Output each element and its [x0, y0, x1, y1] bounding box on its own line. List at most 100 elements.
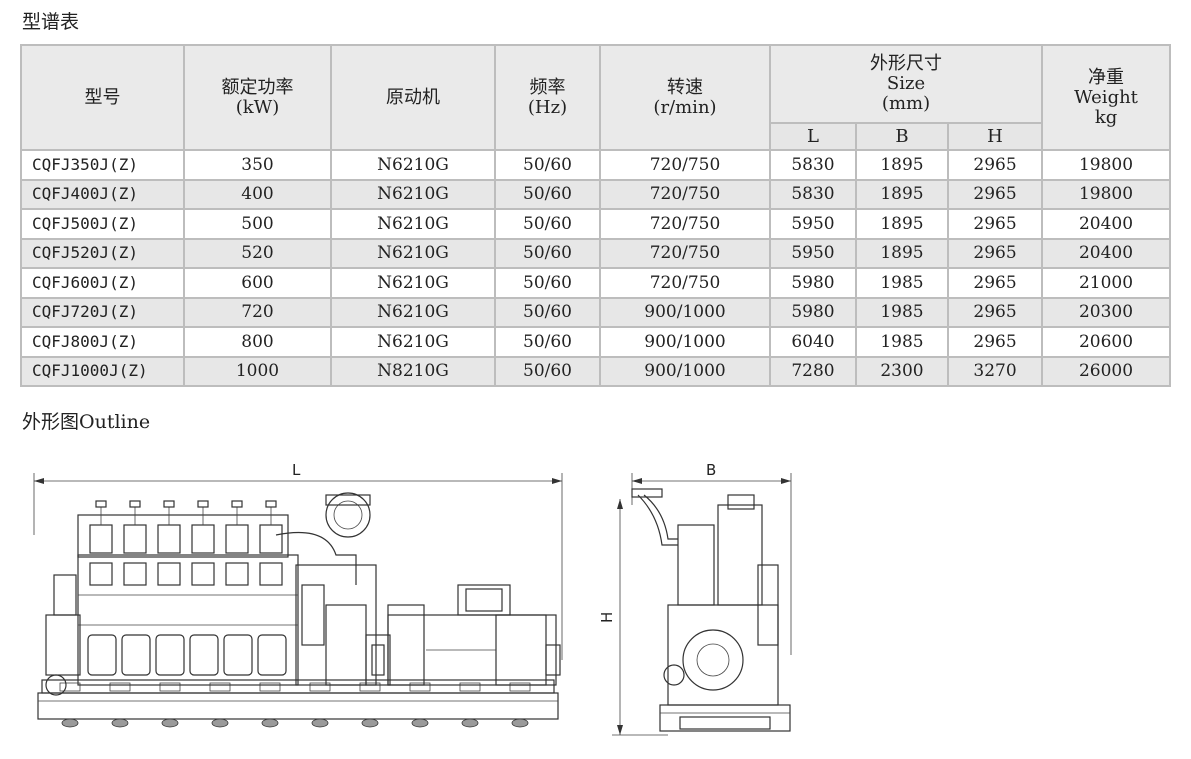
header-speed-label: 转速: [667, 76, 703, 98]
cell-speed: 720/750: [599, 178, 771, 210]
cell-speed: 720/750: [599, 267, 771, 299]
cell-b: 1985: [855, 326, 949, 358]
cell-freq: 50/60: [494, 267, 601, 299]
header-size-label: 外形尺寸: [870, 53, 943, 74]
cell-l: 7280: [769, 355, 857, 387]
cell-freq: 50/60: [494, 326, 601, 358]
cell-power: 500: [183, 208, 332, 240]
cell-b: 1895: [855, 208, 949, 240]
cell-b: 1985: [855, 296, 949, 328]
cell-engine: N6210G: [330, 326, 496, 358]
dimension-b-line: [631, 473, 792, 655]
cell-freq: 50/60: [494, 237, 601, 269]
cell-freq: 50/60: [494, 296, 601, 328]
cell-h: 2965: [946, 178, 1044, 210]
cell-power: 800: [183, 326, 332, 358]
header-size-en: Size: [886, 73, 926, 94]
cell-l: 5980: [769, 267, 857, 299]
cell-model: CQFJ520J(Z): [20, 237, 185, 269]
cell-weight: 19800: [1041, 149, 1172, 181]
coupling: [365, 634, 391, 686]
cell-l: 5830: [769, 178, 857, 210]
cell-h: 3270: [946, 355, 1044, 387]
header-engine: 原动机: [330, 44, 496, 151]
header-power-unit: (kW): [235, 96, 280, 118]
cell-weight: 19800: [1041, 178, 1172, 210]
dimension-h-line: [612, 499, 668, 736]
cell-speed: 900/1000: [599, 355, 771, 387]
header-size: 外形尺寸 Size (mm): [768, 44, 1044, 124]
generator: [387, 584, 561, 686]
cell-engine: N6210G: [330, 267, 496, 299]
header-power: 额定功率 (kW): [183, 44, 332, 151]
cell-engine: N6210G: [330, 237, 496, 269]
header-weight-label: 净重: [1088, 66, 1125, 88]
cell-model: CQFJ350J(Z): [20, 149, 185, 181]
header-weight: 净重 Weight kg: [1041, 44, 1172, 151]
cell-speed: 900/1000: [599, 326, 771, 358]
cell-weight: 21000: [1041, 267, 1172, 299]
header-speed: 转速 (r/min): [599, 44, 771, 151]
cell-weight: 20400: [1041, 237, 1172, 269]
dimension-l-label: L: [292, 461, 301, 479]
cell-model: CQFJ720J(Z): [20, 296, 185, 328]
cell-h: 2965: [946, 326, 1044, 358]
genset-side-view-drawing: L: [33, 461, 563, 728]
cell-b: 2300: [855, 355, 949, 387]
end-view-body: [631, 488, 791, 732]
cell-speed: 900/1000: [599, 296, 771, 328]
cell-engine: N6210G: [330, 149, 496, 181]
header-freq: 频率 (Hz): [494, 44, 601, 151]
cell-l: 5950: [769, 237, 857, 269]
header-freq-unit: (Hz): [527, 96, 568, 118]
cell-b: 1985: [855, 267, 949, 299]
header-freq-label: 频率: [529, 76, 566, 98]
engine-block: [45, 500, 299, 696]
cell-power: 350: [183, 149, 332, 181]
outline-title: 外形图Outline: [22, 411, 151, 433]
genset-end-view-drawing: B H: [598, 461, 792, 736]
header-weight-unit: kg: [1094, 106, 1118, 128]
cell-h: 2965: [946, 296, 1044, 328]
cell-l: 5950: [769, 208, 857, 240]
cell-engine: N6210G: [330, 208, 496, 240]
cell-model: CQFJ1000J(Z): [20, 355, 185, 387]
header-speed-unit: (r/min): [653, 96, 717, 118]
dimension-b-label: B: [706, 461, 716, 479]
cell-b: 1895: [855, 237, 949, 269]
spec-table: 型号 额定功率 (kW) 原动机 频率 (Hz) 转速 (r/min) 外形尺寸…: [20, 44, 1172, 387]
cell-weight: 20600: [1041, 326, 1172, 358]
cell-model: CQFJ400J(Z): [20, 178, 185, 210]
cell-freq: 50/60: [494, 149, 601, 181]
spec-table-title: 型谱表: [22, 11, 80, 33]
cell-model: CQFJ800J(Z): [20, 326, 185, 358]
cell-power: 520: [183, 237, 332, 269]
header-B: B: [855, 122, 949, 151]
cell-speed: 720/750: [599, 237, 771, 269]
cell-engine: N6210G: [330, 296, 496, 328]
cell-freq: 50/60: [494, 208, 601, 240]
header-power-label: 额定功率: [221, 76, 294, 98]
cell-engine: N8210G: [330, 355, 496, 387]
cell-weight: 26000: [1041, 355, 1172, 387]
turbocharger: [275, 492, 377, 686]
base-frame: [37, 679, 559, 728]
header-L: L: [769, 122, 857, 151]
cell-speed: 720/750: [599, 208, 771, 240]
header-model: 型号: [20, 44, 185, 151]
cell-h: 2965: [946, 267, 1044, 299]
cell-l: 5980: [769, 296, 857, 328]
dimension-l-line: [33, 473, 563, 660]
cell-h: 2965: [946, 237, 1044, 269]
cell-b: 1895: [855, 178, 949, 210]
cell-freq: 50/60: [494, 178, 601, 210]
cell-h: 2965: [946, 149, 1044, 181]
cell-power: 400: [183, 178, 332, 210]
